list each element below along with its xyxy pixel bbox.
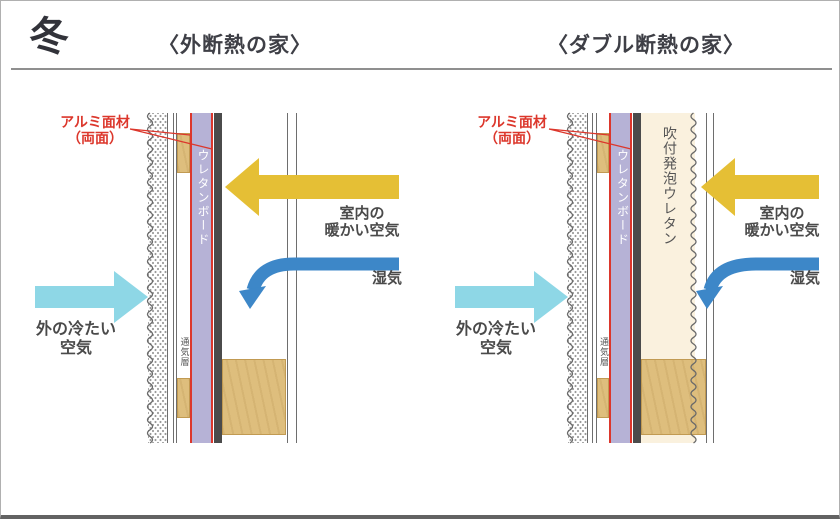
furring-strip-top-left xyxy=(177,133,190,173)
warm-air-label-right: 室内の 暖かい空気 xyxy=(744,205,819,239)
moisture-label-left: 湿気 xyxy=(371,270,403,287)
moisture-arrowhead-right xyxy=(696,286,723,309)
aluminum-face-outer-right xyxy=(609,113,611,443)
structural-wall-left xyxy=(213,113,222,443)
warm-air-label-left-line1: 室内の xyxy=(339,205,385,222)
sheathing-line-2-left xyxy=(176,113,177,443)
moisture-label-right: 湿気 xyxy=(789,270,821,287)
cold-air-label-left-line1: 外の冷たい xyxy=(35,321,117,338)
cold-air-arrow-left xyxy=(35,271,148,323)
urethane-board-label-left: ウレタンボード xyxy=(196,149,210,247)
aluminum-label-right: アルミ面材 （両面） xyxy=(477,114,547,146)
spray-foam-label: 吹付発泡ウレタン xyxy=(662,126,678,246)
furring-strip-bottom-left xyxy=(177,378,190,418)
cold-air-label-right-line1: 外の冷たい xyxy=(455,321,537,338)
siding-layer-left xyxy=(148,113,168,443)
panel-left-header: 〈外断熱の家〉 xyxy=(158,32,312,57)
aluminum-label-left-line2: （両面） xyxy=(67,130,123,146)
warm-air-label-left-line2: 暖かい空気 xyxy=(324,222,400,239)
sheathing-line-1-right xyxy=(592,113,593,443)
aluminum-face-outer-left xyxy=(189,113,192,443)
urethane-board-left xyxy=(191,113,211,443)
aluminum-face-inner-right xyxy=(630,113,632,443)
cold-air-label-right: 外の冷たい 空気 xyxy=(456,320,536,358)
vent-layer-label-left: 通気層 xyxy=(179,337,190,367)
siding-layer-right xyxy=(568,113,588,443)
aluminum-label-right-line1: アルミ面材 xyxy=(477,114,547,130)
warm-air-label-left: 室内の 暖かい空気 xyxy=(324,205,399,239)
interior-line-1-left xyxy=(286,113,288,443)
season-title: 冬 xyxy=(29,13,69,60)
furring-strip-top-right xyxy=(596,133,609,173)
interior-line-2-left xyxy=(295,113,297,443)
wood-stud-right xyxy=(641,359,706,435)
aluminum-face-inner-left xyxy=(211,113,213,443)
aluminum-label-right-line2: （両面） xyxy=(484,130,540,146)
urethane-board-right xyxy=(611,113,630,443)
urethane-board-label-right: ウレタンボード xyxy=(615,149,630,247)
aluminum-label-left-line1: アルミ面材 xyxy=(60,114,130,130)
panel-right-header: 〈ダブル断熱の家〉 xyxy=(547,32,745,57)
cold-air-label-left-line2: 空気 xyxy=(59,340,93,357)
interior-line-1-right xyxy=(705,113,707,443)
sheathing-line-2-right xyxy=(595,113,597,443)
cold-air-label-left: 外の冷たい 空気 xyxy=(36,320,116,358)
vent-layer-label-right: 通気層 xyxy=(599,337,609,367)
furring-strip-bottom-right xyxy=(596,378,609,418)
cold-air-arrow-right xyxy=(455,271,568,323)
aluminum-label-left: アルミ面材 （両面） xyxy=(60,114,130,146)
warm-air-label-right-line1: 室内の xyxy=(759,205,805,222)
wood-stud-left xyxy=(222,359,286,435)
cold-air-label-right-line2: 空気 xyxy=(479,340,513,357)
warm-air-label-right-line2: 暖かい空気 xyxy=(744,222,820,239)
structural-wall-right xyxy=(632,113,641,443)
moisture-arrowhead-left xyxy=(239,286,266,309)
interior-line-2-right xyxy=(712,113,714,443)
header-divider xyxy=(11,68,832,70)
sheathing-line-1-left xyxy=(172,113,174,443)
